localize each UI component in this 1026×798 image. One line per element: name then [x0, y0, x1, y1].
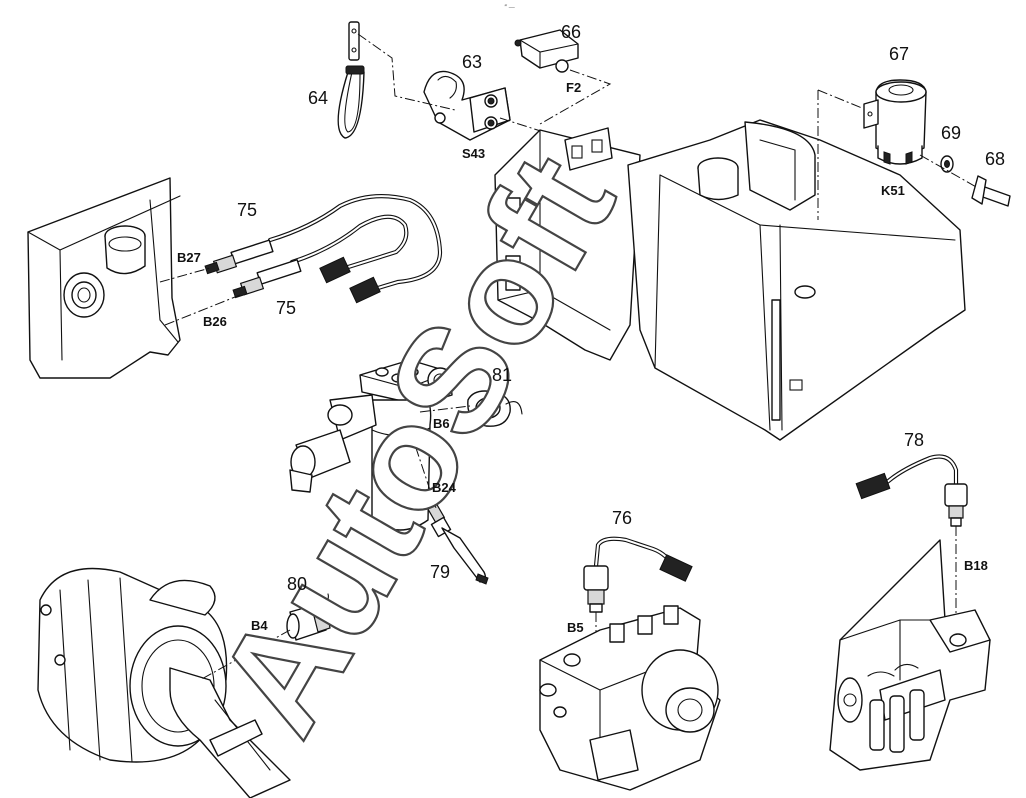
- code-f2: F2: [566, 80, 581, 95]
- battery-isolator-s43: [423, 70, 511, 141]
- air-filter-assembly: [37, 567, 291, 798]
- pressure-sensor-78: [855, 454, 968, 527]
- callout-64: 64: [308, 88, 328, 108]
- code-b4: B4: [251, 618, 268, 633]
- temperature-sensor-b26: [232, 259, 302, 299]
- auxiliary-valve-block: [829, 539, 991, 771]
- callout-75-upper: 75: [237, 200, 257, 220]
- vacuum-switch-80: [286, 593, 331, 641]
- pressure-sensor-76: [583, 536, 693, 613]
- connector-plug-a: [319, 256, 351, 284]
- sensor-cable-assembly-75: [159, 194, 443, 326]
- connector-plug-b: [349, 276, 381, 304]
- callout-79: 79: [430, 562, 450, 582]
- code-s43: S43: [462, 146, 485, 161]
- top-scan-mark: ‴ —: [504, 5, 515, 11]
- relay-f2: [514, 29, 579, 73]
- code-b27: B27: [177, 250, 201, 265]
- code-b18: B18: [964, 558, 988, 573]
- hydraulic-tank: [27, 177, 181, 379]
- callout-66: 66: [561, 22, 581, 42]
- callout-76: 76: [612, 508, 632, 528]
- callout-68: 68: [985, 149, 1005, 169]
- callout-69: 69: [941, 123, 961, 143]
- washer-69: [940, 155, 954, 173]
- callout-63: 63: [462, 52, 482, 72]
- callout-81: 81: [492, 365, 512, 385]
- bolt-68: [971, 175, 1011, 207]
- battery-box: [494, 119, 966, 441]
- cable-strap-64: [337, 21, 365, 139]
- pressure-switch-81: [467, 390, 523, 427]
- callout-75-lower: 75: [276, 298, 296, 318]
- code-b6: B6: [433, 416, 450, 431]
- callout-78: 78: [904, 430, 924, 450]
- callout-67: 67: [889, 44, 909, 64]
- code-b5: B5: [567, 620, 584, 635]
- callout-80: 80: [287, 574, 307, 594]
- control-valve-block: [539, 605, 721, 791]
- sensor-79: [426, 502, 489, 585]
- code-b26: B26: [203, 314, 227, 329]
- pressure-filter-housing: [289, 359, 453, 531]
- temperature-sensor-b27: [204, 239, 274, 275]
- code-b24: B24: [432, 480, 457, 495]
- starter-relay-k51: [863, 79, 927, 165]
- code-k51: K51: [881, 183, 905, 198]
